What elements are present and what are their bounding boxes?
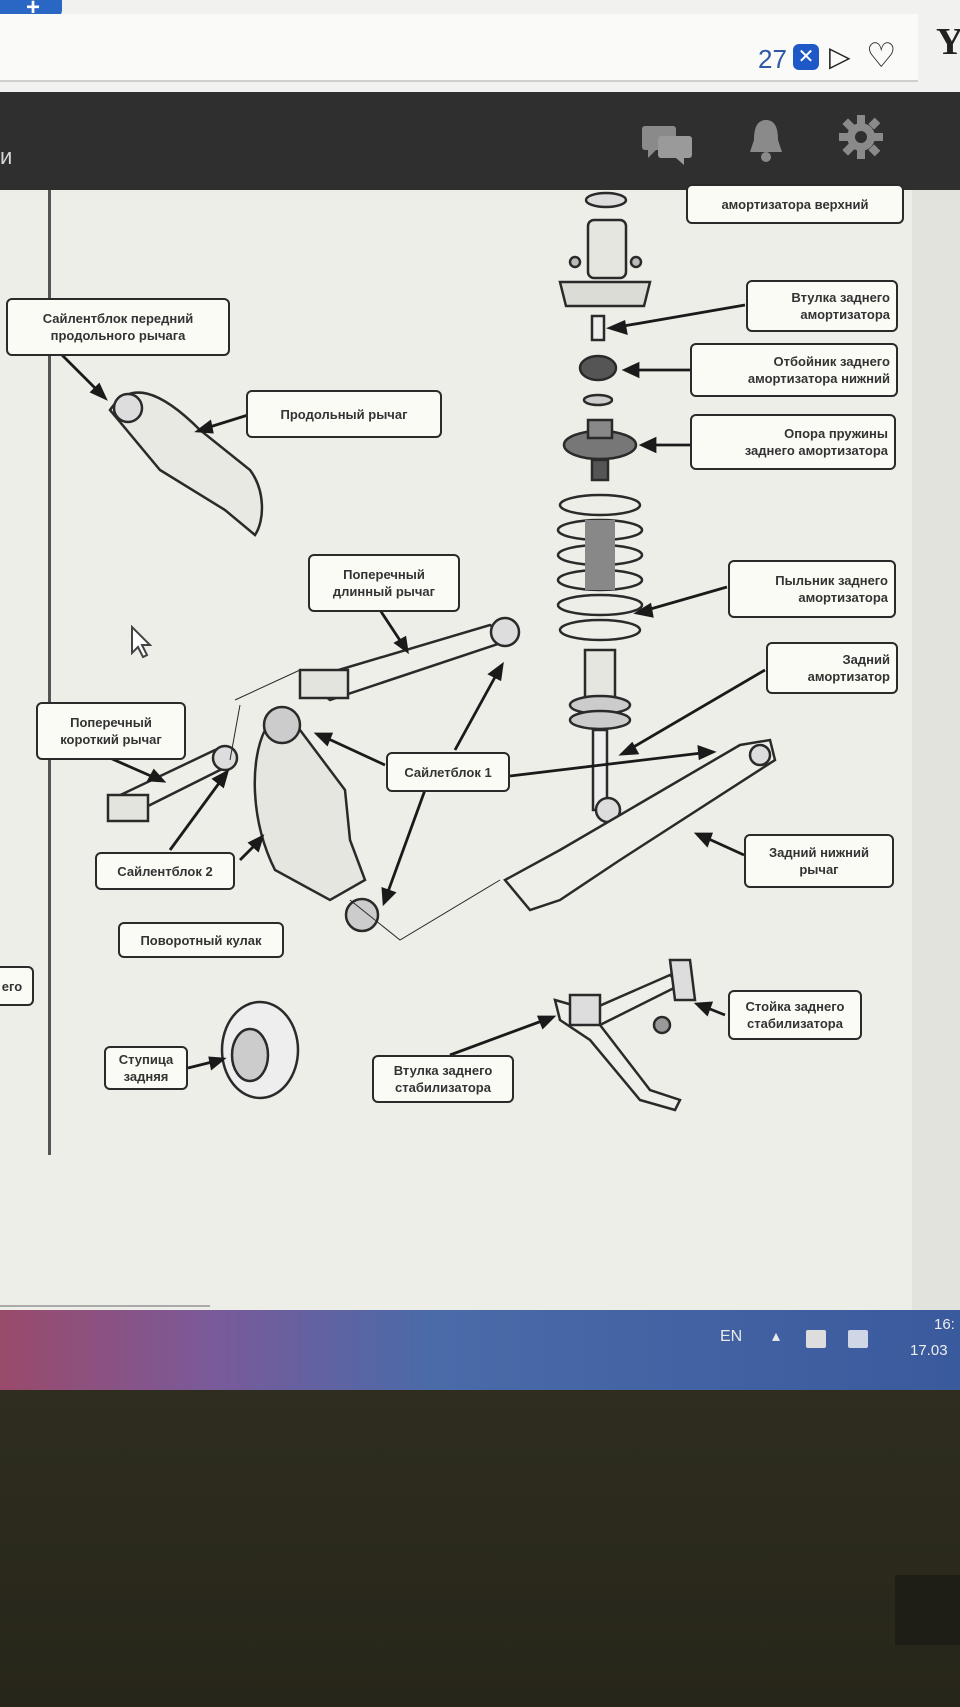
label-short-lateral-arm: Поперечный короткий рычаг: [36, 702, 186, 760]
label-cut-left: его: [0, 966, 34, 1006]
chat-icon[interactable]: [640, 122, 696, 166]
taskbar: EN ▴ 16: 17.03: [0, 1310, 960, 1390]
hub-shape: [220, 1000, 300, 1100]
network-icon[interactable]: [848, 1330, 868, 1348]
suspension-diagram: [61, 191, 777, 1112]
send-icon[interactable]: ▷: [829, 41, 851, 72]
site-toolbar: и: [0, 92, 960, 190]
tray-expand-icon[interactable]: ▴: [772, 1328, 781, 1345]
label-bushing-1: Сайлетблок 1: [386, 752, 510, 792]
shock-absorber: [568, 648, 632, 824]
monitor-bezel: [0, 1390, 960, 1707]
action-center-flag-icon[interactable]: [806, 1330, 826, 1348]
clock-date[interactable]: 17.03: [910, 1342, 948, 1359]
label-stabilizer-bushing: Втулка заднего стабилизатора: [372, 1055, 514, 1103]
label-stabilizer-link: Стойка заднего стабилизатора: [728, 990, 862, 1040]
lower-bump-stop: [578, 354, 618, 382]
shock-top-mount: [558, 191, 652, 308]
mouse-cursor-icon: [131, 625, 153, 659]
coil-spring: [556, 493, 644, 642]
gear-icon[interactable]: [838, 114, 884, 160]
label-lower-arm: Задний нижний рычаг: [744, 834, 894, 888]
stabilizer-bar-shape: [553, 973, 683, 1112]
heart-icon[interactable]: ♡: [866, 37, 897, 75]
address-bar[interactable]: 27 ✕ ▷ ♡: [0, 14, 918, 82]
language-indicator[interactable]: EN: [720, 1328, 743, 1345]
page-left-rule: [48, 190, 51, 1155]
browser-logo[interactable]: Y: [936, 21, 960, 63]
label-spring-seat: Опора пружины заднего амортизатора: [690, 414, 896, 470]
label-knuckle: Поворотный кулак: [118, 922, 284, 958]
label-trailing-arm: Продольный рычаг: [246, 390, 442, 438]
label-shock-sleeve: Втулка заднего амортизатора: [746, 280, 898, 332]
label-front-arm-bushing: Сайлентблок передний продольного рычага: [6, 298, 230, 356]
page-right-margin: [912, 190, 960, 1310]
shock-sleeve: [590, 314, 606, 342]
label-lower-bump-stop: Отбойник заднего амортизатора нижний: [690, 343, 898, 397]
notification-count: 27: [758, 44, 787, 74]
monitor-screen: + 27 ✕ ▷ ♡ Y и: [0, 0, 960, 1390]
knuckle-shape: [253, 728, 367, 902]
label-long-lateral-arm: Поперечный длинный рычаг: [308, 554, 460, 612]
bell-icon[interactable]: [748, 116, 784, 164]
label-rear-shock: Задний амортизатор: [766, 642, 898, 694]
monitor-corner: [895, 1575, 960, 1645]
clock-time[interactable]: 16:: [934, 1316, 955, 1333]
label-hub: Ступица задняя: [104, 1046, 188, 1090]
label-upper-bump-stop: амортизатора верхний: [686, 184, 904, 224]
label-shock-boot: Пыльник заднего амортизатора: [728, 560, 896, 618]
lower-arm-shape: [503, 738, 777, 912]
toolbar-label[interactable]: и: [0, 144, 13, 169]
spring-seat: [562, 418, 638, 482]
trailing-arm-shape: [108, 391, 264, 537]
page-bottom-line: [0, 1305, 210, 1307]
x-badge-icon[interactable]: ✕: [793, 44, 819, 70]
label-bushing-2: Сайлентблок 2: [95, 852, 235, 890]
